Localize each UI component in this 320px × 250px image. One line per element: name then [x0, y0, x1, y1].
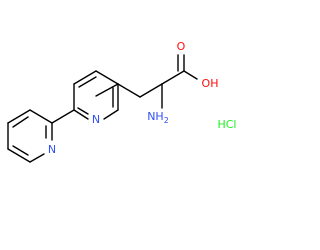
bond — [12, 116, 29, 128]
bond — [103, 109, 119, 120]
chemical-structure: O OH NH2 N N HCl — [7, 40, 237, 163]
ring-nitrogen-bipyridine-label: N — [92, 113, 100, 126]
amine-subscript: 2 — [164, 116, 169, 125]
amine-text: NH — [147, 110, 164, 123]
acid-oxygen-label: O — [177, 40, 186, 53]
bond — [7, 109, 31, 124]
bond — [95, 70, 119, 85]
upper-pyridine-ring — [73, 70, 119, 120]
bond — [73, 109, 89, 120]
bond — [183, 70, 198, 80]
bond — [73, 70, 97, 85]
amine-label: NH2 — [147, 110, 169, 125]
bond — [161, 70, 185, 85]
amino-acid-side-chain — [117, 54, 198, 109]
bond — [12, 145, 29, 156]
bond — [139, 83, 163, 98]
lower-pyridine-ring — [7, 109, 75, 163]
bond — [77, 107, 89, 115]
bond — [51, 109, 75, 124]
bond — [29, 153, 45, 163]
bond — [117, 83, 141, 98]
bond — [7, 148, 31, 163]
bond — [29, 109, 53, 124]
hcl-salt-label: HCl — [217, 118, 236, 131]
ring-nitrogen-pyridyl-label: N — [48, 143, 56, 156]
hydroxyl-label: OH — [202, 77, 219, 90]
bond — [78, 76, 97, 88]
bond — [95, 83, 119, 97]
